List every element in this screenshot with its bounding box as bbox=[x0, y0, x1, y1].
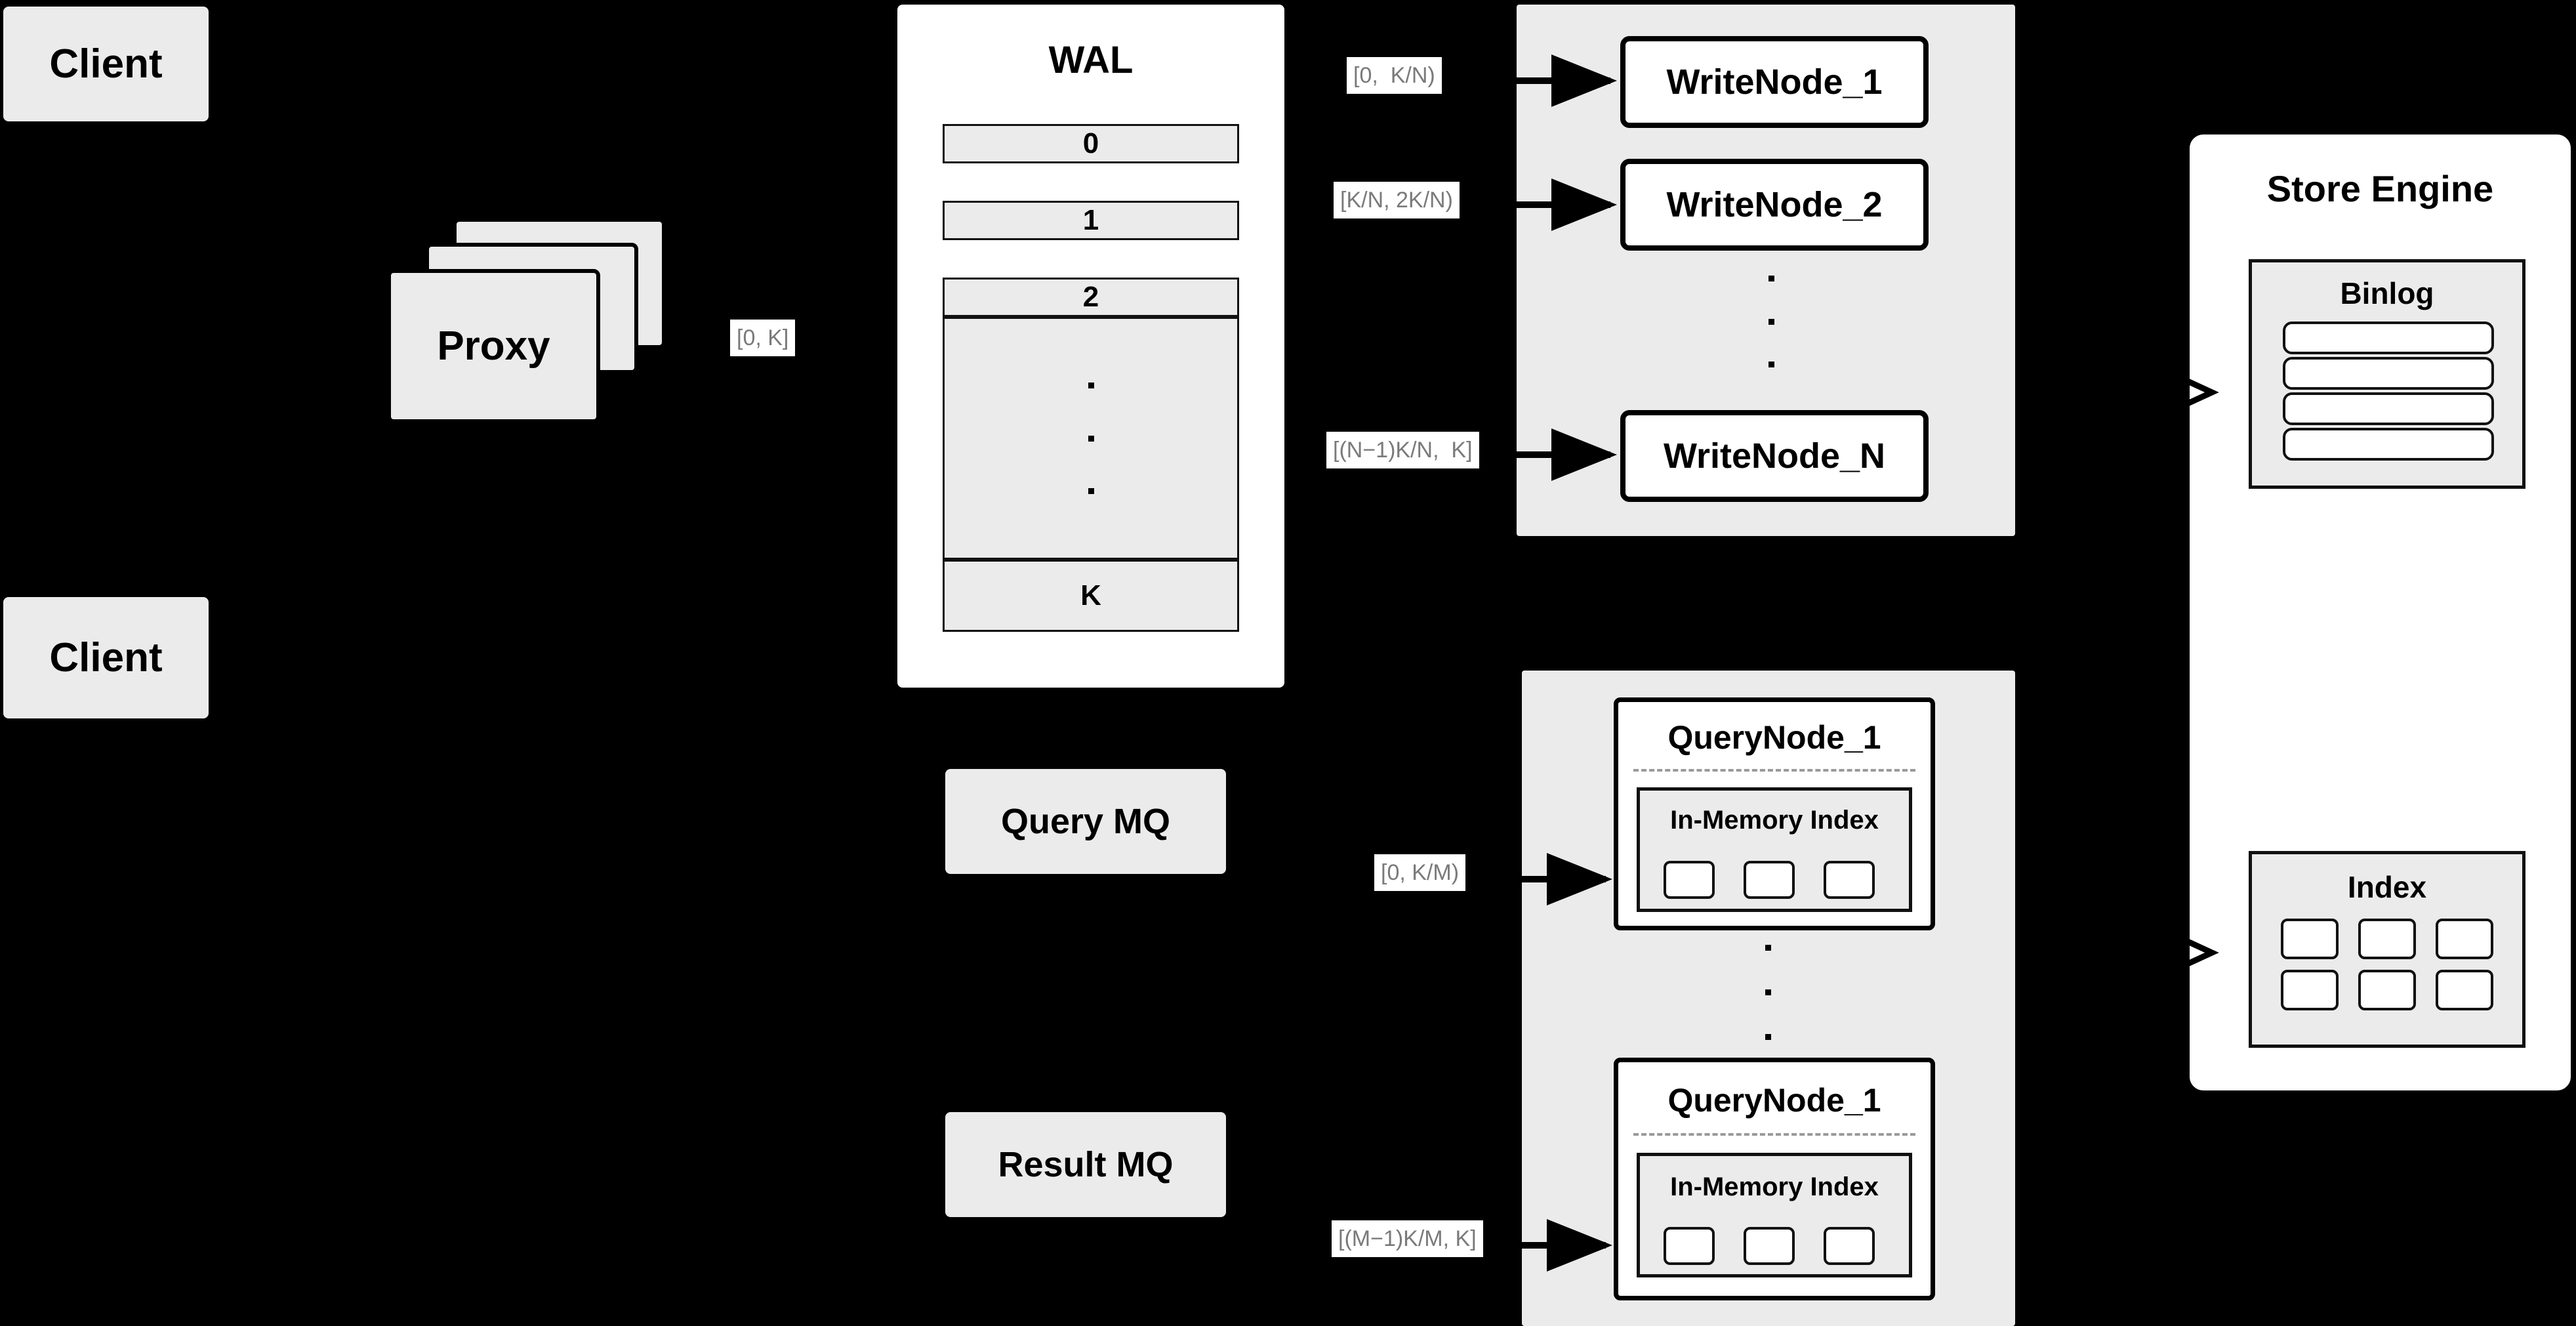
query-node-m-segment-2 bbox=[1744, 1227, 1795, 1265]
binlog-entry-1 bbox=[2283, 321, 2494, 354]
proxy-node[interactable]: Proxy bbox=[387, 269, 600, 423]
index-cell-1 bbox=[2281, 919, 2339, 959]
index-cell-2 bbox=[2358, 919, 2416, 959]
query-node-m-segment-1 bbox=[1664, 1227, 1715, 1265]
result-mq-node[interactable]: Result MQ bbox=[945, 1112, 1226, 1217]
wal-row-0-label: 0 bbox=[1082, 127, 1099, 159]
binlog-title: Binlog bbox=[2340, 276, 2434, 310]
edge-label-wal-to-write-n: [(N−1)K/N, K] bbox=[1326, 432, 1479, 468]
query-node-1-divider bbox=[1633, 769, 1915, 772]
wal-row-2: 2 bbox=[943, 278, 1239, 317]
client-node-1[interactable]: Client bbox=[3, 7, 209, 121]
write-node-2-label: WriteNode_2 bbox=[1666, 185, 1883, 224]
edge-label-wal-to-write-2: [K/N, 2K/N) bbox=[1334, 182, 1460, 218]
wal-row-0: 0 bbox=[943, 124, 1239, 163]
wal-row-1-label: 1 bbox=[1082, 204, 1099, 236]
edge-label-mq-to-query-1: [0, K/M) bbox=[1374, 854, 1466, 891]
store-engine-title: Store Engine bbox=[2266, 168, 2494, 209]
wal-row-1: 1 bbox=[943, 201, 1239, 240]
index-cell-6 bbox=[2436, 970, 2493, 1010]
write-node-1[interactable]: WriteNode_1 bbox=[1620, 36, 1929, 128]
wal-row-k-label: K bbox=[1080, 579, 1101, 611]
query-node-1-segment-2 bbox=[1744, 861, 1795, 899]
edge-label-proxy-to-wal: [0, K] bbox=[730, 320, 796, 356]
wal-row-2-label: 2 bbox=[1082, 281, 1099, 313]
client-node-1-label: Client bbox=[49, 41, 163, 87]
client-node-2[interactable]: Client bbox=[3, 597, 209, 718]
edge-label-wal-to-write-1: [0, K/N) bbox=[1347, 57, 1442, 94]
binlog-entry-2 bbox=[2283, 357, 2494, 390]
index-cell-5 bbox=[2358, 970, 2416, 1010]
query-node-m-divider bbox=[1633, 1133, 1915, 1136]
query-node-1-memory-index-label: In-Memory Index bbox=[1670, 806, 1879, 835]
query-node-group-ellipsis bbox=[1761, 945, 1774, 1040]
query-mq-node[interactable]: Query MQ bbox=[945, 769, 1226, 874]
binlog-entry-4 bbox=[2283, 428, 2494, 461]
wal-vertical-dots bbox=[1088, 383, 1094, 494]
query-node-m-memory-index-label: In-Memory Index bbox=[1670, 1172, 1879, 1201]
write-node-n[interactable]: WriteNode_N bbox=[1620, 410, 1929, 502]
write-node-n-label: WriteNode_N bbox=[1663, 436, 1886, 476]
write-node-2[interactable]: WriteNode_2 bbox=[1620, 159, 1929, 251]
edge-label-mq-to-query-m: [(M−1)K/M, K] bbox=[1332, 1220, 1483, 1257]
write-node-group-ellipsis bbox=[1765, 276, 1778, 367]
wal-row-ellipsis bbox=[943, 317, 1239, 560]
wal-row-k: K bbox=[943, 560, 1239, 632]
binlog-entry-3 bbox=[2283, 392, 2494, 425]
query-node-1-label: QueryNode_1 bbox=[1667, 719, 1881, 756]
write-node-1-label: WriteNode_1 bbox=[1666, 62, 1883, 102]
proxy-node-label: Proxy bbox=[437, 323, 550, 369]
query-mq-label: Query MQ bbox=[1000, 802, 1171, 841]
result-mq-label: Result MQ bbox=[998, 1145, 1174, 1184]
query-node-1-segment-3 bbox=[1824, 861, 1875, 899]
query-node-m-segment-3 bbox=[1824, 1227, 1875, 1265]
index-title: Index bbox=[2347, 870, 2427, 904]
client-node-2-label: Client bbox=[49, 635, 163, 680]
query-node-m-label: QueryNode_1 bbox=[1667, 1082, 1881, 1119]
index-cell-4 bbox=[2281, 970, 2339, 1010]
query-node-1-segment-1 bbox=[1664, 861, 1715, 899]
wal-title: WAL bbox=[1048, 39, 1134, 81]
index-cell-3 bbox=[2436, 919, 2493, 959]
